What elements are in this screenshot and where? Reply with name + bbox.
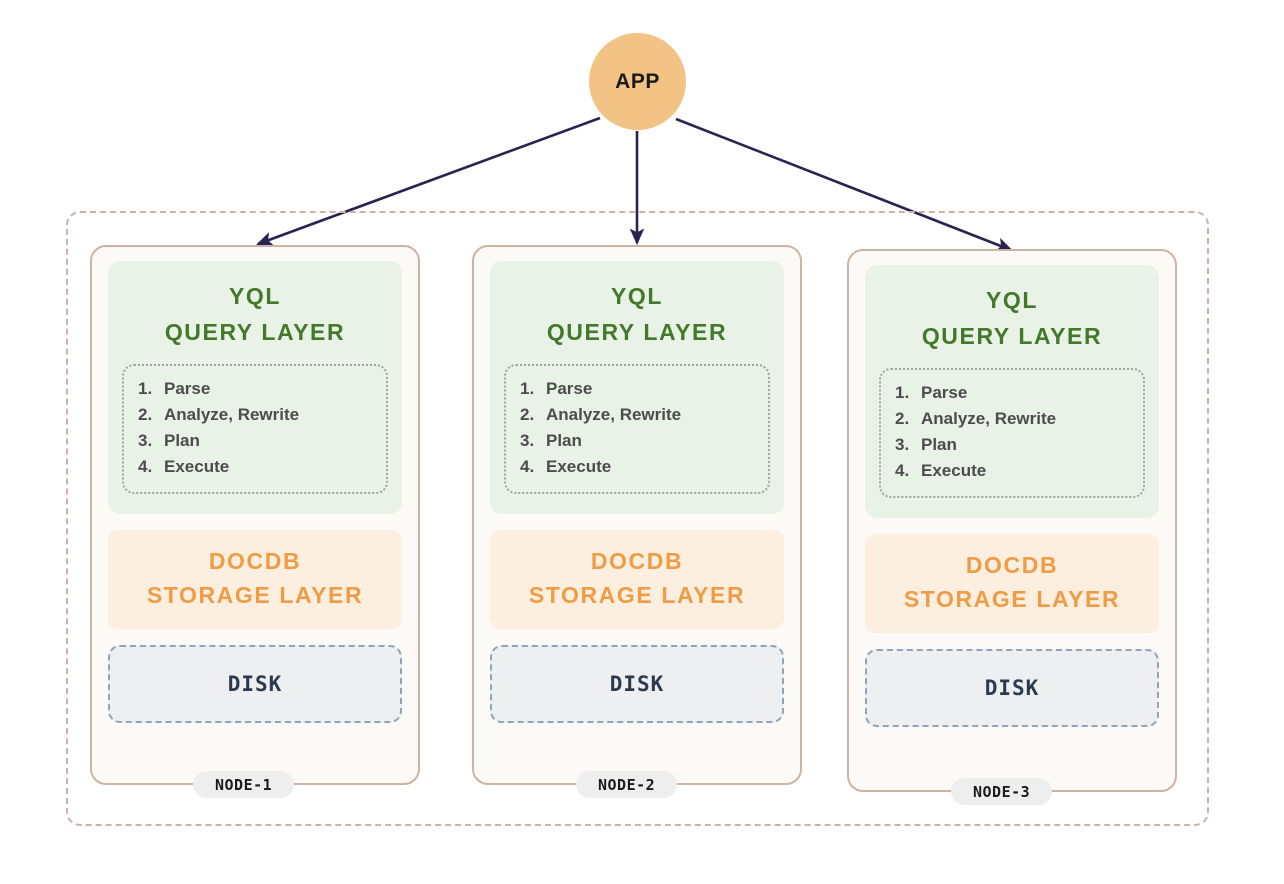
app-label: APP [615, 69, 660, 93]
query-layer-block-3: YQL QUERY LAYER 1. Parse 2. Analyze, Rew… [865, 265, 1159, 518]
disk-block-3: DISK [865, 648, 1159, 727]
query-layer-title-line1: YQL [610, 283, 664, 309]
query-step-number: 2. [520, 405, 535, 425]
node-badge-1: NODE-1 [193, 771, 295, 798]
query-step-number: 1. [138, 379, 153, 399]
query-step-label: Parse [164, 379, 211, 399]
storage-layer-title-line2: STORAGE LAYER [528, 582, 746, 609]
query-steps-list-3: 1. Parse 2. Analyze, Rewrite 3. Plan 4. … [895, 380, 1135, 483]
disk-label: DISK [984, 675, 1040, 700]
query-step-item: 4. Execute [138, 454, 378, 480]
query-step-label: Analyze, Rewrite [164, 405, 300, 425]
query-step-number: 4. [138, 456, 153, 476]
query-layer-title-line1: YQL [228, 283, 282, 309]
query-step-item: 2. Analyze, Rewrite [138, 402, 378, 428]
query-steps-list-2: 1. Parse 2. Analyze, Rewrite 3. Plan 4. … [520, 376, 760, 479]
query-step-number: 3. [138, 430, 153, 450]
disk-block-2: DISK [490, 644, 784, 723]
query-step-number: 4. [520, 456, 535, 476]
storage-layer-block-3: DOCDB STORAGE LAYER [865, 533, 1159, 633]
query-layer-title-3: YQL QUERY LAYER [879, 283, 1145, 354]
storage-layer-title-line2: STORAGE LAYER [146, 582, 364, 609]
query-steps-box-2: 1. Parse 2. Analyze, Rewrite 3. Plan 4. … [504, 364, 770, 494]
query-step-label: Parse [921, 383, 968, 403]
query-step-number: 1. [520, 379, 535, 399]
query-step-label: Parse [546, 379, 593, 399]
storage-layer-block-1: DOCDB STORAGE LAYER [108, 529, 402, 629]
storage-layer-title-line1: DOCDB [965, 551, 1059, 578]
query-step-item: 3. Plan [520, 428, 760, 454]
query-layer-title-line2: QUERY LAYER [546, 318, 728, 345]
node-card-1[interactable]: YQL QUERY LAYER 1. Parse 2. Analyze, Rew… [90, 245, 420, 785]
query-step-label: Analyze, Rewrite [921, 409, 1057, 429]
storage-layer-block-2: DOCDB STORAGE LAYER [490, 529, 784, 629]
query-step-label: Execute [921, 460, 987, 480]
query-steps-box-3: 1. Parse 2. Analyze, Rewrite 3. Plan 4. … [879, 368, 1145, 498]
disk-label: DISK [227, 671, 283, 696]
query-step-item: 1. Parse [895, 380, 1135, 406]
query-step-label: Plan [546, 430, 582, 450]
disk-label: DISK [609, 671, 665, 696]
query-step-item: 2. Analyze, Rewrite [520, 402, 760, 428]
query-step-number: 4. [895, 460, 910, 480]
query-step-item: 2. Analyze, Rewrite [895, 406, 1135, 432]
query-step-item: 3. Plan [138, 428, 378, 454]
query-steps-box-1: 1. Parse 2. Analyze, Rewrite 3. Plan 4. … [122, 364, 388, 494]
node-card-2[interactable]: YQL QUERY LAYER 1. Parse 2. Analyze, Rew… [472, 245, 802, 785]
query-step-item: 1. Parse [520, 376, 760, 402]
storage-layer-title-line1: DOCDB [590, 547, 684, 574]
query-step-number: 3. [520, 430, 535, 450]
query-step-item: 1. Parse [138, 376, 378, 402]
node-badge-3: NODE-3 [951, 778, 1053, 805]
query-layer-block-2: YQL QUERY LAYER 1. Parse 2. Analyze, Rew… [490, 261, 784, 514]
node-card-3[interactable]: YQL QUERY LAYER 1. Parse 2. Analyze, Rew… [847, 249, 1177, 792]
node-badge-2: NODE-2 [576, 771, 678, 798]
query-step-number: 1. [895, 383, 910, 403]
query-layer-title-1: YQL QUERY LAYER [122, 279, 388, 350]
query-steps-list-1: 1. Parse 2. Analyze, Rewrite 3. Plan 4. … [138, 376, 378, 479]
storage-layer-title-line1: DOCDB [208, 547, 302, 574]
cluster-container [66, 211, 1209, 826]
query-step-label: Execute [546, 456, 612, 476]
app-node: APP [589, 33, 686, 130]
query-step-number: 3. [895, 434, 910, 454]
query-layer-title-line2: QUERY LAYER [921, 322, 1103, 349]
query-step-item: 4. Execute [895, 458, 1135, 484]
query-step-item: 4. Execute [520, 454, 760, 480]
query-layer-title-2: YQL QUERY LAYER [504, 279, 770, 350]
query-step-label: Analyze, Rewrite [546, 405, 682, 425]
query-step-item: 3. Plan [895, 432, 1135, 458]
query-step-number: 2. [895, 409, 910, 429]
storage-layer-title-line2: STORAGE LAYER [903, 586, 1121, 613]
query-layer-title-line1: YQL [985, 287, 1039, 313]
query-step-number: 2. [138, 405, 153, 425]
query-layer-block-1: YQL QUERY LAYER 1. Parse 2. Analyze, Rew… [108, 261, 402, 514]
query-layer-title-line2: QUERY LAYER [164, 318, 346, 345]
query-step-label: Plan [921, 434, 957, 454]
query-step-label: Plan [164, 430, 200, 450]
query-step-label: Execute [164, 456, 230, 476]
disk-block-1: DISK [108, 644, 402, 723]
